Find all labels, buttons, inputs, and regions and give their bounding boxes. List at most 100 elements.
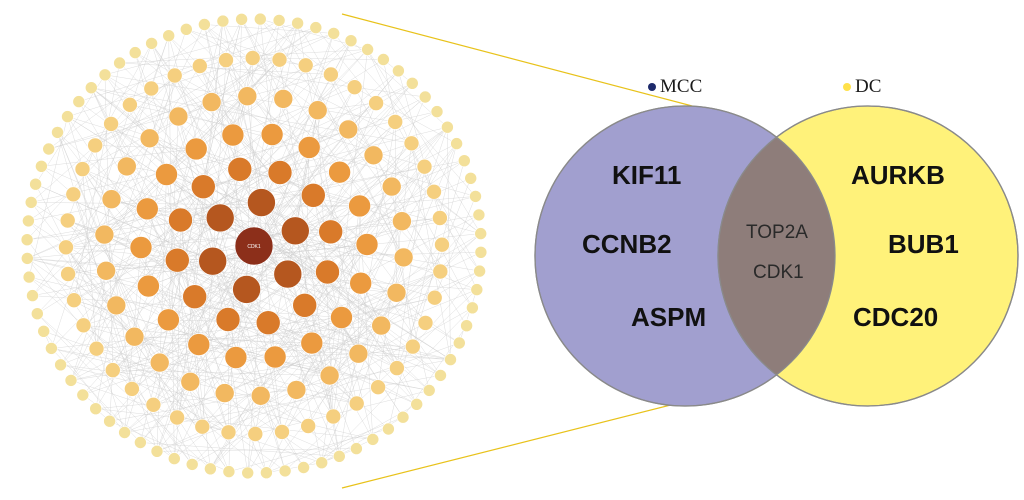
network-edge xyxy=(388,143,457,430)
network-edge xyxy=(65,88,152,248)
network-node xyxy=(29,177,42,191)
network-edge xyxy=(135,52,283,432)
network-node xyxy=(88,340,105,357)
network-node xyxy=(392,64,405,78)
network-edge xyxy=(67,220,397,369)
network-node xyxy=(309,21,323,34)
network-node xyxy=(418,90,432,104)
network-node xyxy=(330,306,353,329)
network-edge xyxy=(83,325,286,472)
network-edge xyxy=(124,375,441,433)
network-edge xyxy=(28,116,68,278)
network-edge xyxy=(296,233,481,391)
network-node xyxy=(403,135,420,152)
network-node xyxy=(168,207,193,233)
network-node xyxy=(460,319,473,333)
network-edge xyxy=(95,305,117,409)
network-node xyxy=(273,259,303,289)
network-node xyxy=(338,119,359,140)
venn-diagram xyxy=(534,105,1019,407)
network-node xyxy=(185,458,199,471)
network-node xyxy=(42,142,56,156)
network-node xyxy=(247,426,264,442)
network-node xyxy=(307,100,328,120)
network-edge xyxy=(41,148,197,167)
legend-dc-dot xyxy=(843,83,851,91)
network-node xyxy=(348,194,371,218)
network-node xyxy=(325,408,342,425)
network-node xyxy=(272,14,286,27)
network-node xyxy=(344,34,358,48)
network-node xyxy=(274,424,290,440)
network-edge xyxy=(281,96,426,432)
network-node xyxy=(61,110,74,123)
venn-right-gene: BUB1 xyxy=(888,229,959,259)
network-node xyxy=(323,66,339,83)
network-node xyxy=(89,402,102,416)
network-edge xyxy=(268,127,448,323)
network-edge xyxy=(297,23,359,354)
network-edge xyxy=(91,87,476,197)
network-edge xyxy=(140,143,412,443)
network-center-label: CDK1 xyxy=(247,244,261,250)
network-edge xyxy=(60,364,191,382)
network-edge xyxy=(330,74,392,187)
network-edge xyxy=(373,155,430,391)
network-edge xyxy=(82,169,97,349)
network-node xyxy=(166,67,183,84)
network-edge xyxy=(329,322,426,376)
network-node xyxy=(118,426,131,439)
network-node xyxy=(215,307,241,332)
network-node xyxy=(241,466,254,480)
network-edge xyxy=(105,270,199,345)
network-node xyxy=(204,462,217,476)
network-edge xyxy=(199,65,426,98)
network-node xyxy=(103,414,116,428)
network-edge xyxy=(279,59,340,457)
network-node xyxy=(377,53,390,66)
network-edge xyxy=(241,19,417,405)
network-node xyxy=(66,292,82,309)
network-node xyxy=(59,212,76,229)
network-node xyxy=(96,260,116,281)
network-node xyxy=(168,452,181,465)
network-edge xyxy=(174,75,340,457)
network-edge xyxy=(140,442,340,457)
network-edge xyxy=(57,132,193,465)
network-edge xyxy=(253,87,355,247)
network-node xyxy=(366,433,380,446)
network-edge xyxy=(83,217,440,326)
network-node xyxy=(214,383,235,403)
network-node xyxy=(300,183,326,208)
network-edge xyxy=(354,87,473,308)
network-edge xyxy=(266,417,404,473)
legend-mcc: MCC xyxy=(648,76,702,98)
network-edge xyxy=(196,27,316,150)
network-node xyxy=(113,56,126,70)
network-edge xyxy=(111,148,197,200)
network-edge xyxy=(83,325,267,473)
network-node xyxy=(37,324,51,338)
network-edge xyxy=(235,357,330,376)
network-edge xyxy=(31,202,360,207)
legend-dc-label: DC xyxy=(855,76,882,97)
network-edge xyxy=(109,344,199,422)
network-node xyxy=(22,214,35,228)
network-node xyxy=(381,176,402,197)
network-node xyxy=(470,283,484,296)
network-node xyxy=(128,46,142,59)
network-edge xyxy=(260,18,332,75)
network-edge xyxy=(211,27,316,103)
network-edge xyxy=(78,101,413,347)
network-node xyxy=(157,308,180,332)
network-node xyxy=(180,22,193,36)
network-node xyxy=(143,80,160,97)
network-edge xyxy=(48,20,224,150)
network-edge xyxy=(367,49,481,234)
network-node xyxy=(191,174,216,199)
network-node xyxy=(235,12,248,26)
network-edge xyxy=(153,57,253,405)
network-node xyxy=(24,196,38,209)
venn-right-outline xyxy=(717,105,1019,407)
network-edge xyxy=(60,247,142,365)
